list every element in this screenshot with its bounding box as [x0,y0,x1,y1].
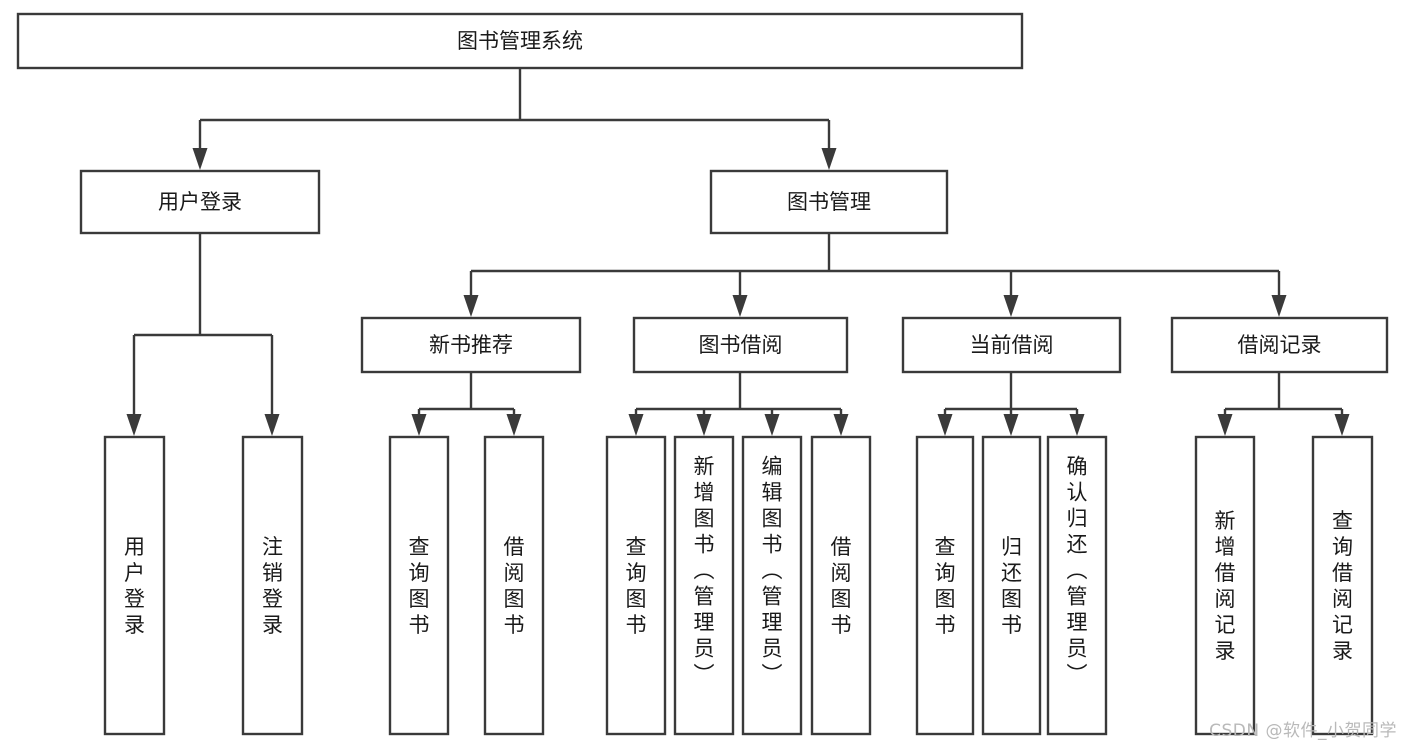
node-label: 借阅图书 [504,535,525,637]
node-label: 查询借阅记录 [1332,509,1353,663]
node-layer: 图书管理系统用户登录图书管理新书推荐图书借阅当前借阅借阅记录用户登录注销登录查询… [16,12,1389,736]
node-label: 新增借阅记录 [1215,509,1236,663]
node-label: 查询图书 [626,535,647,637]
node-label: 编辑图书︵管理员︶ [762,454,783,686]
node-new-book-rec[interactable]: 新书推荐 [360,316,582,374]
node-leaf-query-book-2[interactable]: 查询图书 [605,435,667,736]
node-label: 归还图书 [1001,535,1022,637]
node-label: 查询图书 [935,535,956,637]
connector-book-manage-bus [463,233,1287,317]
node-book-manage[interactable]: 图书管理 [709,169,949,235]
connector-user-login-bus [126,233,280,436]
node-leaf-edit-book[interactable]: 编辑图书︵管理员︶ [741,435,803,736]
connector-current-borrow-bus [937,372,1085,436]
node-label: 用户登录 [124,535,145,637]
connector-root-bus [192,68,837,170]
node-leaf-query-record[interactable]: 查询借阅记录 [1311,435,1374,736]
node-label: 新增图书︵管理员︶ [694,454,715,686]
node-root[interactable]: 图书管理系统 [16,12,1024,70]
node-leaf-query-book-1[interactable]: 查询图书 [388,435,450,736]
node-leaf-borrow-book-1[interactable]: 借阅图书 [483,435,545,736]
node-leaf-confirm-return[interactable]: 确认归还︵管理员︶ [1046,435,1108,736]
node-label: 注销登录 [262,535,283,637]
node-leaf-user-login[interactable]: 用户登录 [103,435,166,736]
node-current-borrow[interactable]: 当前借阅 [901,316,1122,374]
node-label: 图书借阅 [699,333,783,357]
connector-layer [126,68,1350,436]
connector-book-borrow-bus [628,372,849,436]
node-leaf-query-book-3[interactable]: 查询图书 [915,435,975,736]
node-label: 图书管理 [787,190,871,214]
node-label: 图书管理系统 [457,29,583,53]
node-leaf-add-book[interactable]: 新增图书︵管理员︶ [673,435,735,736]
node-user-login[interactable]: 用户登录 [79,169,321,235]
watermark-text: CSDN @软件_小贺同学 [1209,721,1397,741]
node-label: 借阅记录 [1238,333,1322,357]
node-label: 当前借阅 [970,333,1054,357]
node-label: 确认归还︵管理员︶ [1067,454,1088,686]
node-borrow-record[interactable]: 借阅记录 [1170,316,1389,374]
connector-new-book-rec-bus [411,372,522,436]
node-leaf-user-logout[interactable]: 注销登录 [241,435,304,736]
node-leaf-add-record[interactable]: 新增借阅记录 [1194,435,1256,736]
node-leaf-return-book[interactable]: 归还图书 [981,435,1042,736]
node-label: 查询图书 [409,535,430,637]
connector-borrow-record-bus [1217,372,1350,436]
node-label: 借阅图书 [831,535,852,637]
node-label: 新书推荐 [429,333,513,357]
node-leaf-borrow-book-2[interactable]: 借阅图书 [810,435,872,736]
node-label: 用户登录 [158,190,242,214]
node-book-borrow[interactable]: 图书借阅 [632,316,849,374]
